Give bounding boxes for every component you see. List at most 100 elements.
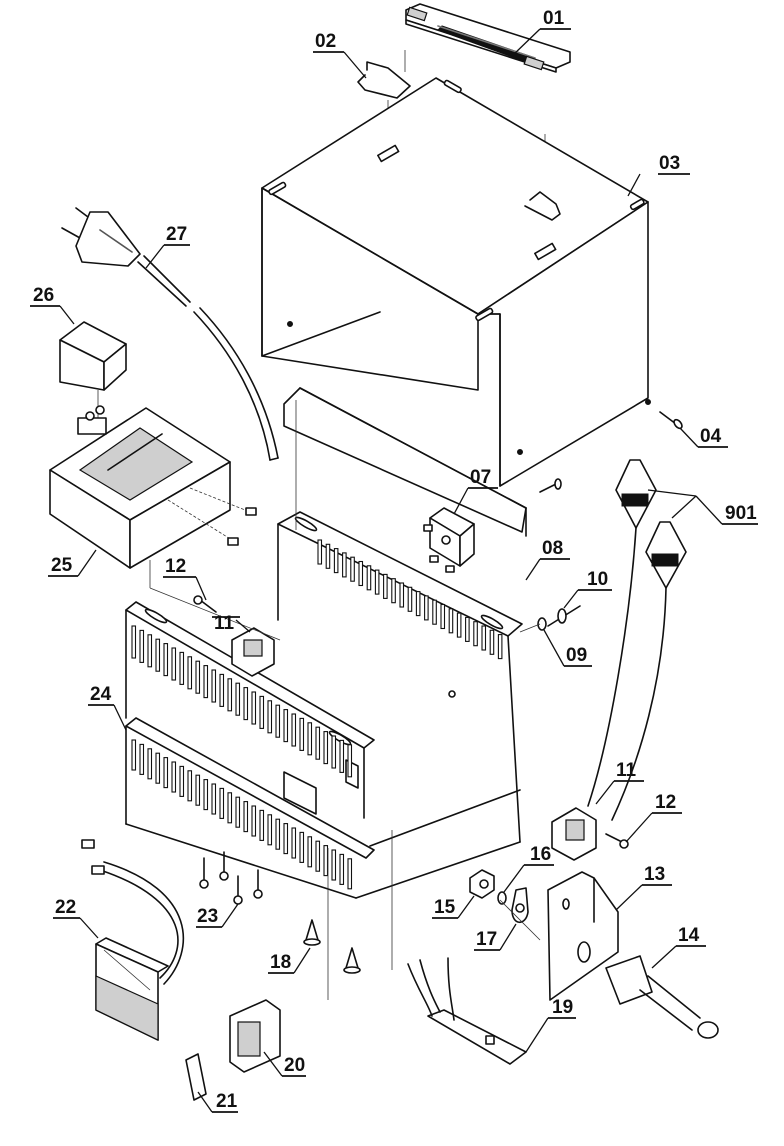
- label-11-lower: 11: [595, 760, 644, 805]
- vent-slot: [317, 539, 323, 565]
- label-18: 18: [268, 947, 311, 974]
- svg-text:09: 09: [566, 645, 587, 666]
- vent-slot: [139, 743, 145, 775]
- vent-slot: [366, 565, 372, 591]
- part-21-fuse: [185, 1053, 207, 1101]
- svg-text:14: 14: [678, 925, 700, 946]
- vent-slot: [211, 783, 217, 815]
- part-04-housing-screw: [539, 411, 683, 493]
- part-12-screw-upper: [193, 595, 217, 613]
- svg-text:12: 12: [165, 556, 186, 577]
- vent-slot: [259, 809, 265, 841]
- svg-text:23: 23: [197, 906, 218, 927]
- vent-slot: [155, 638, 161, 672]
- vent-slot: [179, 651, 185, 685]
- vent-slot: [267, 814, 273, 846]
- svg-text:27: 27: [166, 224, 187, 245]
- svg-text:901: 901: [725, 503, 757, 524]
- part-15-hex-nut: [469, 869, 495, 899]
- vent-slot: [489, 629, 495, 655]
- part-18-foot: [303, 919, 361, 974]
- part-07-thermal-switch: [423, 507, 475, 573]
- vent-slot: [203, 665, 209, 699]
- part-01-handle: [405, 3, 571, 73]
- chassis-vents: [131, 625, 353, 890]
- vent-slot: [315, 726, 321, 760]
- vent-slot: [339, 739, 345, 773]
- vent-slot: [323, 731, 329, 765]
- vent-slot: [195, 774, 201, 806]
- vent-slot: [333, 548, 339, 574]
- svg-text:24: 24: [90, 684, 112, 705]
- vent-slot: [315, 840, 321, 872]
- label-04: 04: [679, 426, 728, 448]
- label-23: 23: [196, 903, 239, 928]
- vent-slot: [331, 735, 337, 769]
- vent-slot: [251, 691, 257, 725]
- vent-slot: [299, 717, 305, 751]
- vent-slot: [283, 823, 289, 855]
- part-25-transformer: [49, 405, 257, 569]
- part-11-grommet-upper: [231, 627, 275, 677]
- vent-slot: [131, 739, 137, 771]
- part-19-circuit-board: [407, 957, 527, 1065]
- vent-slot: [171, 761, 177, 793]
- vent-slot: [163, 643, 169, 677]
- vent-slot: [227, 678, 233, 712]
- label-14: 14: [651, 925, 706, 969]
- vent-slot: [339, 853, 345, 885]
- vent-slot: [323, 845, 329, 877]
- vent-slot: [211, 669, 217, 703]
- svg-text:02: 02: [315, 31, 336, 52]
- label-09: 09: [543, 629, 592, 667]
- part-26-terminal-cover: [59, 321, 127, 391]
- vent-slot: [291, 827, 297, 859]
- vent-slot: [147, 748, 153, 780]
- part-24-rear-panel: [277, 511, 523, 843]
- label-16: 16: [503, 844, 554, 893]
- vent-slot: [131, 625, 137, 659]
- vent-slot: [283, 709, 289, 743]
- label-07: 07: [453, 467, 498, 515]
- svg-text:10: 10: [587, 569, 608, 590]
- vent-slot: [465, 616, 470, 642]
- vent-slot: [448, 608, 454, 634]
- vent-slot: [139, 629, 145, 663]
- vent-slot: [187, 770, 193, 802]
- label-20: 20: [263, 1051, 306, 1077]
- part-13-diode-bracket: [547, 871, 619, 1001]
- vent-slot: [399, 582, 405, 608]
- vent-slot: [456, 612, 462, 638]
- part-12-screw-lower: [605, 833, 629, 849]
- svg-text:17: 17: [476, 929, 497, 950]
- vent-slot: [147, 634, 153, 668]
- part-11-grommet-lower: [551, 807, 597, 861]
- rear-panel-vents: [317, 539, 503, 660]
- label-10: 10: [563, 569, 612, 609]
- part-16-ring: [497, 891, 507, 905]
- svg-text:16: 16: [530, 844, 551, 865]
- labels: 01 02 03 04 07 08: [30, 8, 758, 1113]
- svg-text:22: 22: [55, 897, 76, 918]
- svg-text:20: 20: [284, 1055, 305, 1076]
- vent-slot: [275, 704, 281, 738]
- svg-text:03: 03: [659, 153, 680, 174]
- assembly-guide-lines: [149, 400, 541, 1000]
- label-03: 03: [627, 153, 690, 197]
- vent-slot: [415, 591, 421, 617]
- svg-text:19: 19: [552, 997, 573, 1018]
- vent-slot: [383, 573, 388, 599]
- svg-text:08: 08: [542, 538, 563, 559]
- vent-slot: [350, 556, 355, 582]
- label-24: 24: [88, 684, 127, 731]
- svg-text:26: 26: [33, 285, 54, 306]
- svg-text:15: 15: [434, 897, 456, 918]
- vent-slot: [203, 779, 209, 811]
- label-08: 08: [525, 538, 570, 581]
- svg-text:04: 04: [700, 426, 722, 447]
- svg-text:12: 12: [655, 792, 676, 813]
- vent-slot: [163, 757, 169, 789]
- svg-text:21: 21: [216, 1091, 238, 1112]
- vent-slot: [227, 792, 233, 824]
- vent-slot: [497, 634, 503, 660]
